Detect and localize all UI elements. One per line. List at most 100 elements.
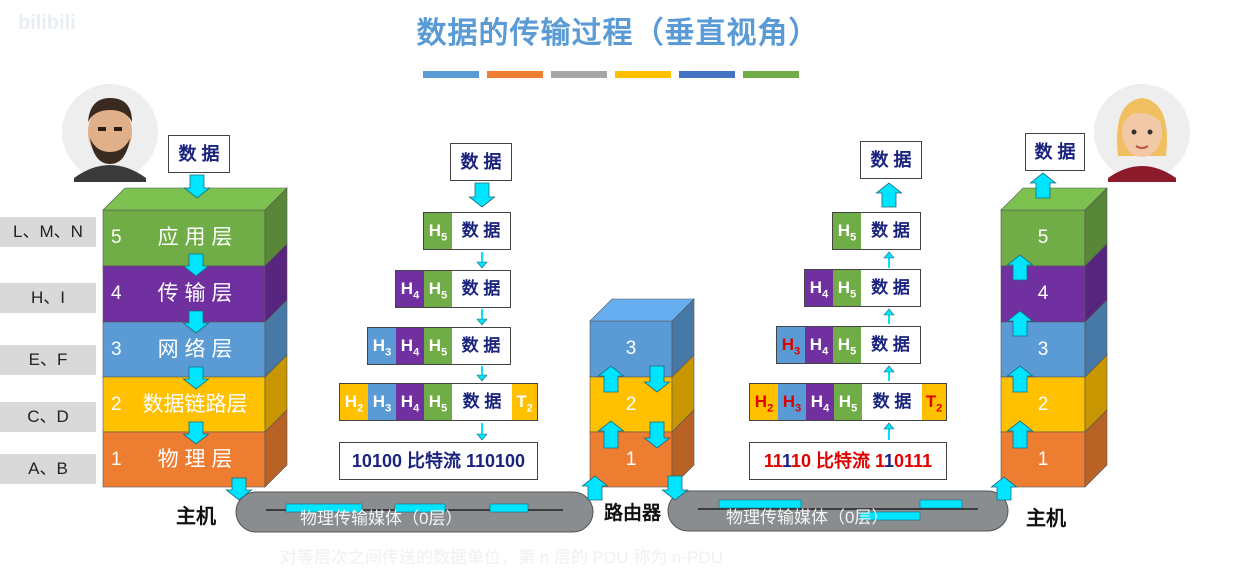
h3-header: H3	[368, 384, 396, 420]
right-arrow-1-2	[1006, 420, 1034, 449]
h3-header: H3	[778, 384, 806, 420]
left-arrow-5-4	[182, 253, 210, 277]
right-arrow-4-5	[1006, 254, 1034, 281]
h5-header: H5	[833, 327, 861, 363]
left-layer-num-1: 1	[111, 449, 122, 470]
h4-header: H4	[806, 384, 834, 420]
side-label-2: H、I	[0, 283, 96, 313]
router-layer-3-top	[589, 298, 695, 322]
right-arrow-3-4	[1006, 310, 1034, 337]
host-left-label: 主机	[176, 506, 216, 528]
left-arrow-4-3	[182, 310, 210, 334]
h4-header: H4	[396, 384, 424, 420]
left-arrow-2-1	[182, 421, 210, 445]
h5-header: H5	[833, 213, 861, 249]
right-bitstream: 11110 比特流 110111	[749, 442, 947, 480]
watermark: bilibili	[18, 12, 76, 34]
side-label-5: A、B	[0, 454, 96, 484]
left-pdu-arrow-5-head	[476, 433, 488, 441]
left-layer-5-front	[102, 209, 266, 267]
side-label-4: C、D	[0, 402, 96, 432]
right-layer-5-top	[1000, 187, 1108, 211]
router-in-arrow	[581, 475, 609, 501]
left-layer-name-3: 网 络 层	[157, 338, 233, 361]
left-arrow-to-cable	[225, 477, 253, 501]
left-layer-name-4: 传 输 层	[157, 282, 233, 305]
router-out-arrow	[661, 475, 689, 501]
right-layer-num-3: 3	[1037, 339, 1049, 360]
left-layer-4-front	[102, 265, 266, 323]
router-down-2	[643, 421, 671, 449]
right-layer-num-1: 1	[1037, 449, 1049, 470]
h2-header: H2	[750, 384, 778, 420]
right-arrow-data	[1029, 172, 1057, 199]
left-pdu-5: H5 数 据	[423, 212, 511, 250]
right-pdu-arrow-3-head	[883, 308, 895, 316]
router-layer-1-side	[671, 409, 695, 488]
pdu-data: 数 据	[452, 328, 510, 364]
h4-header: H4	[805, 270, 833, 306]
router-label: 路由器	[604, 503, 662, 524]
right-layer-1-side	[1084, 409, 1108, 488]
pdu-data: 数 据	[861, 213, 920, 249]
right-pdu-4: H4 H5 数 据	[804, 269, 921, 307]
title-bar-6	[743, 71, 799, 78]
bit-packet-left-2	[394, 503, 446, 513]
pdu-data: 数 据	[452, 384, 512, 420]
pdu-data: 数 据	[861, 327, 920, 363]
left-layer-name-2: 数据链路层	[142, 393, 248, 416]
h4-header: H4	[396, 328, 424, 364]
h5-header: H5	[833, 270, 861, 306]
right-layer-num-4: 4	[1037, 283, 1049, 304]
right-pdu-3: H3 H4 H5 数 据	[776, 326, 921, 364]
h5-header: H5	[834, 384, 862, 420]
title-bar-3	[551, 71, 607, 78]
left-pdu-2: H2 H3 H4 H5 数 据 T2	[339, 383, 538, 421]
router-up-1	[597, 365, 625, 393]
left-pdu-arrow-4-head	[476, 374, 488, 382]
side-label-1: L、M、N	[0, 217, 96, 247]
left-pdu-arrow-3-head	[476, 318, 488, 326]
bit-packet-right-2	[859, 511, 921, 521]
left-bitstream: 10100 比特流 110100	[339, 442, 538, 480]
bit-packet-right-3	[919, 499, 963, 509]
right-pdu-arrow-1	[875, 182, 903, 208]
right-layer-num-5: 5	[1037, 227, 1049, 248]
pdu-data: 数 据	[452, 271, 510, 307]
right-layer-num-2: 2	[1037, 394, 1049, 415]
router-up-2	[597, 420, 625, 449]
pdu-data: 数 据	[452, 213, 510, 249]
right-pdu-arrow-2-head	[883, 251, 895, 259]
left-layer-2-front	[102, 376, 266, 433]
caption-text: 对等层次之间传送的数据单位，第 n 层的 PDU 称为 n-PDU	[280, 548, 723, 567]
title-bar-4	[615, 71, 671, 78]
right-pdu-data: 数 据	[860, 141, 922, 179]
t2-trailer: T2	[922, 384, 946, 420]
medium-left-label: 物理传输媒体（0层）	[300, 509, 463, 528]
pdu-data: 数 据	[862, 384, 922, 420]
bit-packet-left-3	[489, 503, 529, 513]
title-bar-2	[487, 71, 543, 78]
right-pdu-arrow-4-head	[883, 365, 895, 373]
host-right-label: 主机	[1026, 508, 1066, 530]
title-bar-5	[679, 71, 735, 78]
left-layer-1-side	[264, 409, 288, 488]
h2-header: H2	[340, 384, 368, 420]
right-arrow-from-cable	[990, 476, 1018, 501]
right-pdu-arrow-5-head	[883, 422, 895, 430]
left-layer-name-5: 应 用 层	[157, 226, 233, 249]
left-data-box: 数 据	[168, 135, 230, 173]
right-data-box: 数 据	[1025, 133, 1085, 171]
h3-header: H3	[777, 327, 805, 363]
left-pdu-4: H4 H5 数 据	[395, 270, 511, 308]
h3-header: H3	[368, 328, 396, 364]
router-layer-num-2: 2	[625, 394, 637, 415]
right-pdu-5: H5 数 据	[832, 212, 921, 250]
right-layer-5-front	[1000, 209, 1086, 267]
h5-header: H5	[424, 384, 452, 420]
h5-header: H5	[424, 271, 452, 307]
router-down-1	[643, 365, 671, 393]
left-layer-name-1: 物 理 层	[157, 448, 233, 471]
h4-header: H4	[805, 327, 833, 363]
left-pdu-data: 数 据	[450, 143, 512, 181]
